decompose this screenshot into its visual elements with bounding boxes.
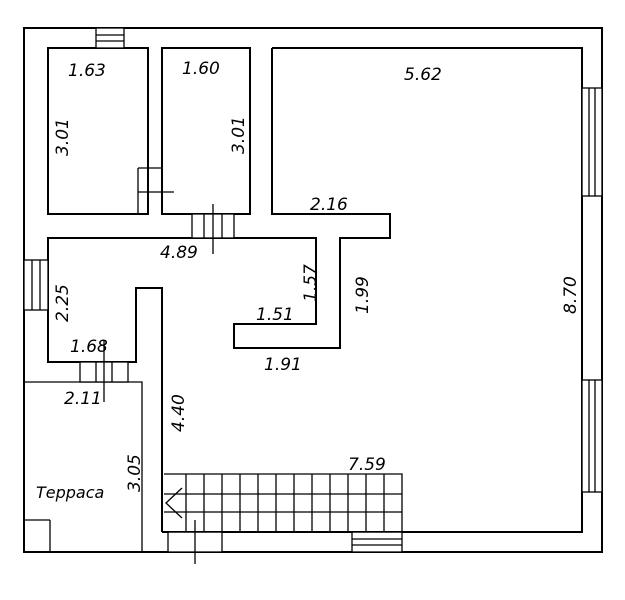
window-right-lower <box>581 379 603 493</box>
dim-top-left-room-height: 3.01 <box>53 118 73 156</box>
dim-main-hall-height: 8.70 <box>561 276 581 314</box>
dim-main-hall-width: 5.62 <box>404 65 442 85</box>
dim-top-mid-room-height: 3.01 <box>229 116 249 154</box>
dim-left-room-width: 1.68 <box>70 337 108 357</box>
dim-terrace-width: 2.11 <box>64 389 102 409</box>
outer-walls <box>23 27 603 553</box>
dim-stair-width: 7.59 <box>348 455 386 475</box>
dim-main-hall-step: 2.16 <box>310 195 348 215</box>
terrace-label: Терраса <box>36 483 104 502</box>
terrace <box>24 381 143 552</box>
staircase <box>164 473 403 533</box>
doors <box>79 204 235 564</box>
window-top <box>95 27 125 49</box>
dim-corridor-width: 4.89 <box>160 243 198 263</box>
dim-corridor-right-height: 1.99 <box>353 276 373 314</box>
dim-corridor-inner-height: 1.57 <box>301 264 321 302</box>
dim-corridor-bottom-width: 1.91 <box>264 355 302 375</box>
window-right-upper <box>581 87 603 197</box>
dim-terrace-height: 3.05 <box>125 454 145 492</box>
window-bottom <box>351 531 403 553</box>
dim-partition-height: 4.40 <box>169 394 189 432</box>
dim-left-room-height: 2.25 <box>53 284 73 322</box>
dim-top-left-room-width: 1.63 <box>68 61 106 81</box>
dim-corridor-inner-width: 1.51 <box>256 305 294 325</box>
window-left <box>23 259 49 311</box>
windows <box>23 27 603 553</box>
dim-top-mid-room-width: 1.60 <box>182 59 220 79</box>
dimension-labels: 1.63 3.01 1.60 3.01 5.62 2.16 8.70 4.89 … <box>36 59 581 502</box>
